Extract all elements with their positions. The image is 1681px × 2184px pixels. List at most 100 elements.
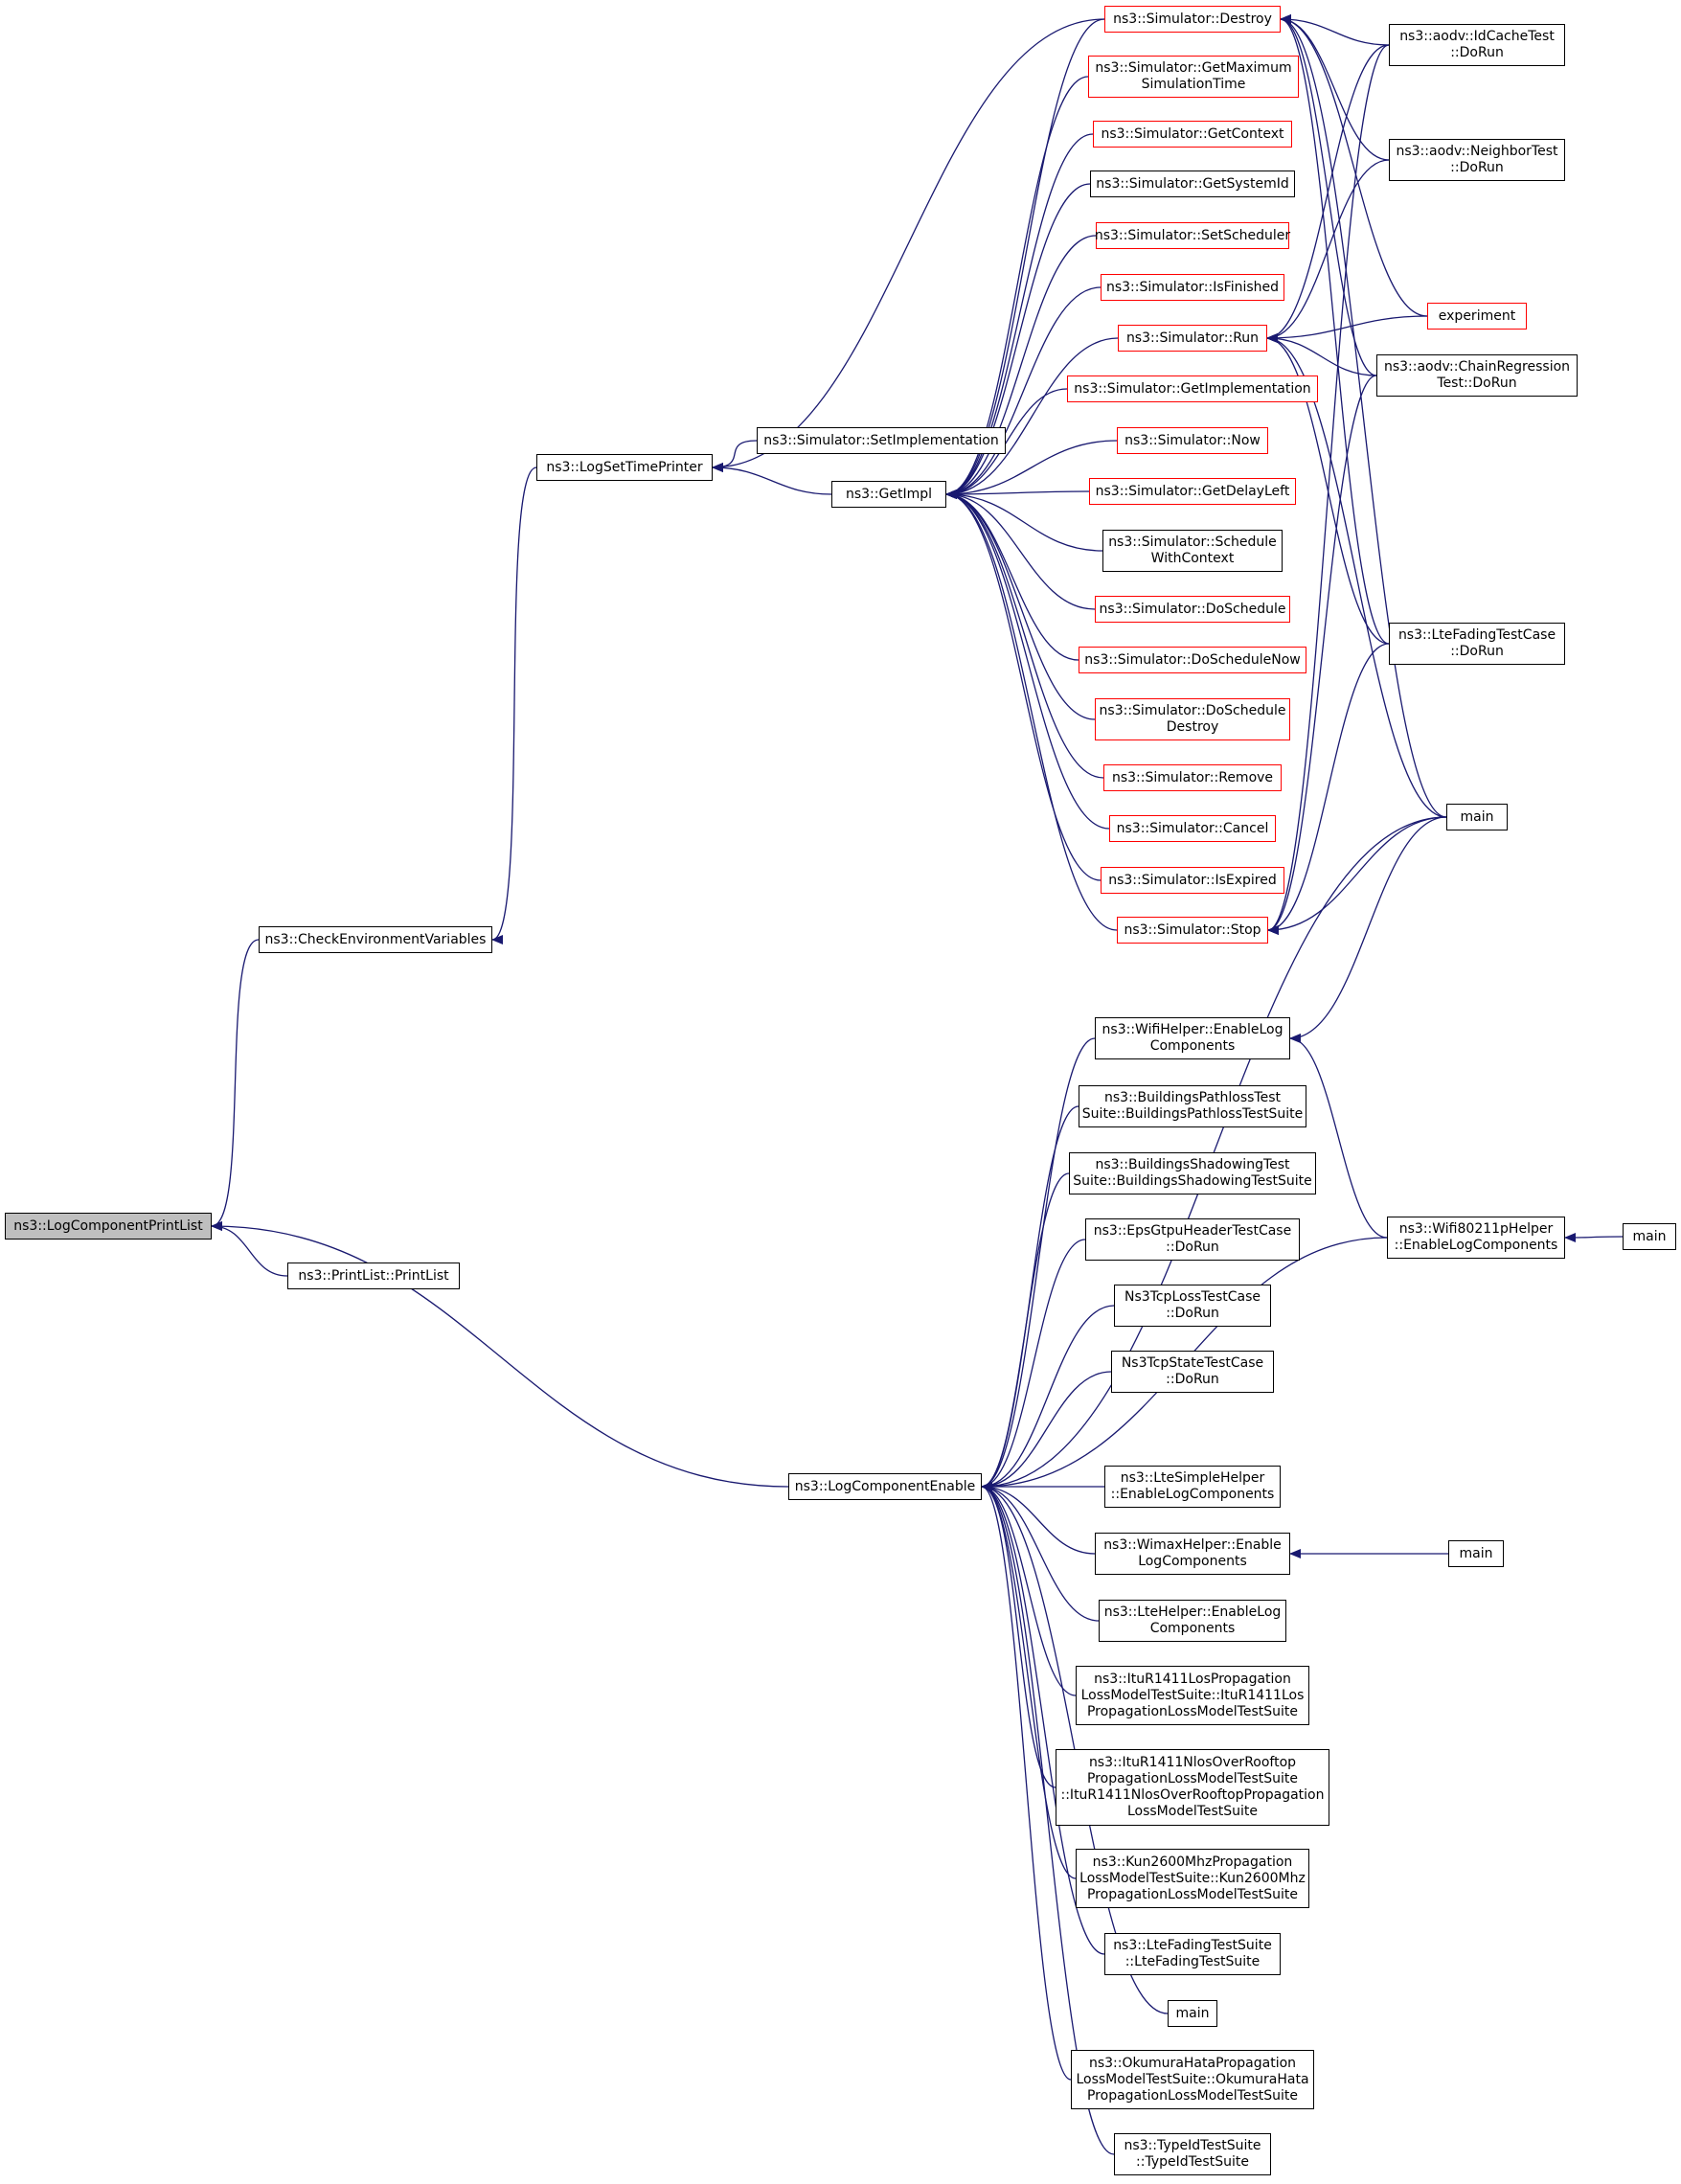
edge-itulos-to-lce bbox=[981, 1482, 1077, 1696]
edge-cev-to-lcpl bbox=[211, 939, 260, 1231]
graph-node-okumura[interactable]: ns3::OkumuraHataPropagation LossModelTes… bbox=[1071, 2050, 1314, 2109]
edge-ltefadingtc-to-destroy bbox=[1280, 14, 1390, 645]
edge-main1-to-destroy bbox=[1280, 14, 1447, 818]
edge-ltehelper-to-lce bbox=[981, 1482, 1100, 1622]
graph-node-itunlos[interactable]: ns3::ItuR1411NlosOverRooftop Propagation… bbox=[1056, 1749, 1329, 1826]
graph-node-isfin[interactable]: ns3::Simulator::IsFinished bbox=[1101, 274, 1284, 301]
graph-node-getsys[interactable]: ns3::Simulator::GetSystemId bbox=[1090, 171, 1295, 197]
graph-node-ltefadingtc[interactable]: ns3::LteFadingTestCase ::DoRun bbox=[1389, 623, 1565, 665]
graph-node-ltehelper[interactable]: ns3::LteHelper::EnableLog Components bbox=[1099, 1600, 1286, 1642]
graph-node-main3[interactable]: main bbox=[1623, 1223, 1676, 1250]
graph-node-wimax[interactable]: ns3::WimaxHelper::Enable LogComponents bbox=[1095, 1533, 1290, 1575]
graph-node-typeid[interactable]: ns3::TypeIdTestSuite ::TypeIdTestSuite bbox=[1114, 2133, 1271, 2175]
edge-isfin-to-getimpl bbox=[945, 286, 1102, 499]
graph-node-wifi80211p[interactable]: ns3::Wifi80211pHelper ::EnableLogCompone… bbox=[1387, 1217, 1565, 1259]
edge-main3-to-wifi80211p bbox=[1564, 1232, 1624, 1242]
graph-node-main2[interactable]: main bbox=[1168, 2000, 1217, 2027]
graph-node-bldpath[interactable]: ns3::BuildingsPathlossTest Suite::Buildi… bbox=[1079, 1085, 1306, 1127]
edge-tcpstate-to-lce bbox=[981, 1371, 1112, 1491]
edge-idcache-to-stop bbox=[1267, 44, 1390, 935]
edge-wifi80211p-to-wifihelper bbox=[1289, 1034, 1388, 1239]
edge-experiment-to-destroy bbox=[1280, 14, 1428, 317]
graph-node-itulos[interactable]: ns3::ItuR1411LosPropagation LossModelTes… bbox=[1076, 1666, 1309, 1725]
edge-getsys-to-getimpl bbox=[945, 183, 1091, 499]
edge-schedctx-to-getimpl bbox=[945, 489, 1103, 552]
edge-idcache-to-destroy bbox=[1280, 14, 1390, 46]
graph-node-getmax[interactable]: ns3::Simulator::GetMaximum SimulationTim… bbox=[1088, 56, 1299, 98]
edge-doschednow-to-getimpl bbox=[945, 489, 1079, 661]
graph-node-getimpl[interactable]: ns3::GetImpl bbox=[831, 481, 946, 508]
edge-setsched-to-getimpl bbox=[945, 235, 1097, 499]
edge-isexp-to-getimpl bbox=[945, 489, 1102, 881]
edge-delayleft-to-getimpl bbox=[945, 489, 1090, 499]
graph-node-tcploss[interactable]: Ns3TcpLossTestCase ::DoRun bbox=[1114, 1285, 1271, 1327]
graph-node-ltesimple[interactable]: ns3::LteSimpleHelper ::EnableLogComponen… bbox=[1104, 1466, 1281, 1508]
graph-node-setsched[interactable]: ns3::Simulator::SetScheduler bbox=[1095, 222, 1290, 249]
edge-main1-to-stop bbox=[1267, 816, 1447, 935]
graph-node-cev[interactable]: ns3::CheckEnvironmentVariables bbox=[259, 926, 492, 953]
edge-ltefadingts-to-lce bbox=[981, 1482, 1105, 1955]
graph-node-stop[interactable]: ns3::Simulator::Stop bbox=[1117, 917, 1268, 944]
graph-node-lcpl[interactable]: ns3::LogComponentPrintList bbox=[5, 1213, 212, 1240]
graph-node-wifihelper[interactable]: ns3::WifiHelper::EnableLog Components bbox=[1095, 1017, 1290, 1059]
edge-idcache-to-run bbox=[1266, 44, 1390, 343]
graph-node-getctx[interactable]: ns3::Simulator::GetContext bbox=[1093, 121, 1292, 148]
graph-node-experiment[interactable]: experiment bbox=[1427, 303, 1527, 330]
graph-node-cancel[interactable]: ns3::Simulator::Cancel bbox=[1109, 815, 1276, 842]
edge-pl-to-lcpl bbox=[211, 1221, 288, 1277]
edge-run-to-getimpl bbox=[945, 337, 1119, 499]
edge-epsgtpu-to-lce bbox=[981, 1239, 1086, 1491]
graph-node-doscheddes[interactable]: ns3::Simulator::DoSchedule Destroy bbox=[1095, 698, 1290, 740]
graph-node-kun[interactable]: ns3::Kun2600MhzPropagation LossModelTest… bbox=[1076, 1849, 1309, 1908]
edge-tcploss-to-lce bbox=[981, 1305, 1115, 1491]
graph-node-dosched[interactable]: ns3::Simulator::DoSchedule bbox=[1095, 596, 1290, 623]
edge-setimpl-to-lstp bbox=[712, 440, 758, 472]
graph-node-isexp[interactable]: ns3::Simulator::IsExpired bbox=[1101, 867, 1284, 894]
edge-experiment-to-run bbox=[1266, 315, 1428, 343]
graph-node-destroy[interactable]: ns3::Simulator::Destroy bbox=[1104, 6, 1281, 33]
edge-wimax-to-lce bbox=[981, 1482, 1096, 1555]
graph-node-remove[interactable]: ns3::Simulator::Remove bbox=[1103, 764, 1282, 791]
graph-node-tcpstate[interactable]: Ns3TcpStateTestCase ::DoRun bbox=[1111, 1351, 1274, 1393]
edge-getmax-to-getimpl bbox=[945, 76, 1089, 499]
graph-node-delayleft[interactable]: ns3::Simulator::GetDelayLeft bbox=[1089, 478, 1296, 505]
graph-node-run[interactable]: ns3::Simulator::Run bbox=[1118, 325, 1267, 352]
graph-node-lstp[interactable]: ns3::LogSetTimePrinter bbox=[536, 454, 713, 481]
edge-destroy-to-getimpl bbox=[945, 18, 1105, 499]
edge-dosched-to-getimpl bbox=[945, 489, 1096, 610]
edge-ltefadingtc-to-stop bbox=[1267, 643, 1390, 935]
edge-remove-to-getimpl bbox=[945, 489, 1104, 779]
graph-node-lce[interactable]: ns3::LogComponentEnable bbox=[788, 1473, 982, 1500]
edge-getimpl2-to-getimpl bbox=[945, 388, 1068, 499]
edge-chainreg-to-stop bbox=[1267, 375, 1377, 935]
edge-neighbor-to-destroy bbox=[1280, 14, 1390, 161]
graph-node-setimpl[interactable]: ns3::Simulator::SetImplementation bbox=[757, 427, 1006, 454]
edge-wifihelper-to-lce bbox=[981, 1037, 1096, 1491]
graph-node-pl[interactable]: ns3::PrintList::PrintList bbox=[287, 1263, 460, 1289]
graph-node-bldshad[interactable]: ns3::BuildingsShadowingTest Suite::Build… bbox=[1069, 1152, 1316, 1194]
edge-itunlos-to-lce bbox=[981, 1482, 1056, 1788]
edge-lstp-to-cev bbox=[491, 466, 537, 944]
graph-node-schedctx[interactable]: ns3::Simulator::Schedule WithContext bbox=[1102, 530, 1283, 572]
graph-node-now[interactable]: ns3::Simulator::Now bbox=[1117, 427, 1268, 454]
edge-neighbor-to-run bbox=[1266, 159, 1390, 343]
edge-getctx-to-getimpl bbox=[945, 133, 1094, 499]
edge-typeid-to-lce bbox=[981, 1482, 1115, 2155]
graph-node-main4[interactable]: main bbox=[1448, 1540, 1504, 1567]
graph-node-chainreg[interactable]: ns3::aodv::ChainRegression Test::DoRun bbox=[1376, 354, 1578, 397]
edge-bldshad-to-lce bbox=[981, 1172, 1070, 1491]
edge-stop-to-getimpl bbox=[945, 489, 1118, 931]
edge-okumura-to-lce bbox=[981, 1482, 1072, 2081]
edge-main1-to-lce bbox=[981, 816, 1447, 1491]
graph-node-neighbor[interactable]: ns3::aodv::NeighborTest ::DoRun bbox=[1389, 139, 1565, 181]
edge-chainreg-to-destroy bbox=[1280, 14, 1377, 376]
graph-node-getimpl2[interactable]: ns3::Simulator::GetImplementation bbox=[1067, 375, 1318, 402]
graph-node-ltefadingts[interactable]: ns3::LteFadingTestSuite ::LteFadingTestS… bbox=[1104, 1933, 1281, 1975]
graph-node-epsgtpu[interactable]: ns3::EpsGtpuHeaderTestCase ::DoRun bbox=[1085, 1218, 1300, 1261]
edge-now-to-getimpl bbox=[945, 440, 1118, 499]
graph-node-doschednow[interactable]: ns3::Simulator::DoScheduleNow bbox=[1079, 647, 1306, 673]
edge-getimpl-to-lstp bbox=[712, 463, 832, 495]
graph-node-idcache[interactable]: ns3::aodv::IdCacheTest ::DoRun bbox=[1389, 24, 1565, 66]
edge-chainreg-to-run bbox=[1266, 333, 1377, 376]
graph-node-main1[interactable]: main bbox=[1446, 804, 1508, 830]
